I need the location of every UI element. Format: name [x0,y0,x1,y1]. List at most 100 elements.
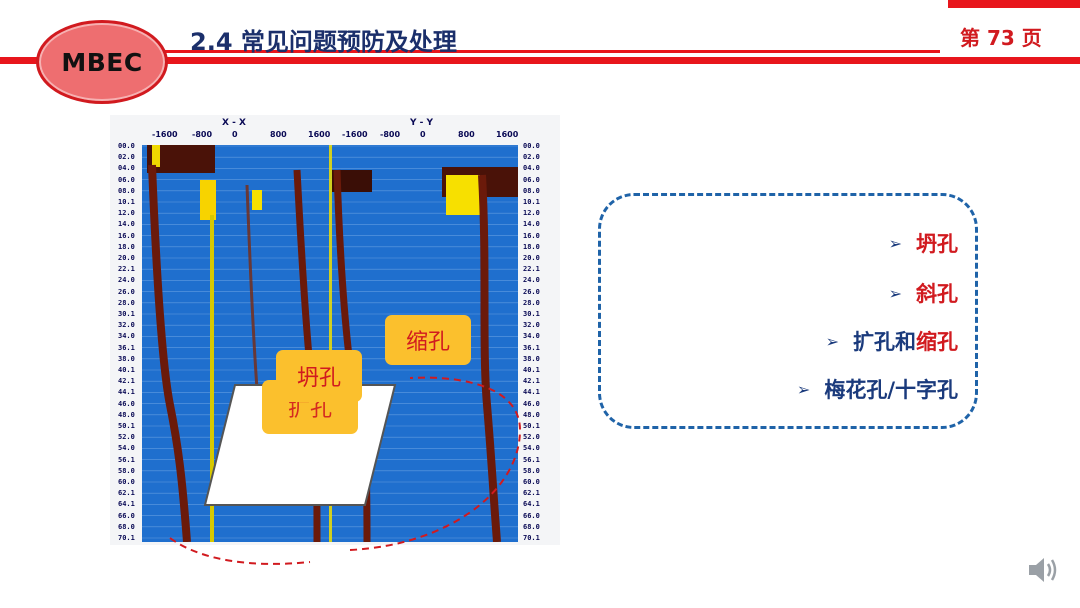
depth-label: 30.1 [523,310,540,318]
yellow-streak-2 [210,215,214,542]
log-traces [142,145,518,542]
depth-label: 54.0 [118,444,135,453]
depth-label: 40.1 [523,366,540,374]
depth-label: 00.0 [118,142,135,150]
depth-label: 28.0 [118,298,135,307]
depth-label: 52.0 [118,433,135,442]
depth-label: 52.0 [523,433,540,442]
depth-label: 20.0 [118,254,135,262]
axis-label-yy: Y - Y [410,118,434,128]
depth-label: 16.0 [523,231,540,240]
depth-label: 44.1 [523,388,540,397]
problem-item-text: 扩孔和缩孔 [853,330,958,354]
trace-1 [148,164,191,542]
depth-label: 60.0 [118,478,135,486]
problem-item-text: 坍孔 [916,232,958,256]
yellow-streak-4 [252,190,262,210]
depth-label: 42.1 [523,377,540,386]
depth-label: 28.0 [523,298,540,307]
depth-label: 34.0 [523,332,540,341]
depth-label: 30.1 [118,310,135,318]
depth-label: 58.0 [118,466,135,475]
shrink-zone-arc [169,376,522,565]
axis-label-xx: X - X [222,118,246,128]
depth-label: 06.0 [523,175,540,184]
x-tick-label: -800 [380,130,401,139]
x-tick-label: 1600 [496,130,519,139]
depth-label: 16.0 [118,231,135,240]
yellow-streak-1 [200,180,216,220]
x-tick-label: -1600 [152,130,178,139]
depth-label: 24.0 [118,276,135,285]
x-tick-label: 1600 [308,130,331,139]
x-tick-label: 0 [232,130,238,139]
arrow-bullet-icon: ➢ [825,331,839,351]
depth-label: 10.1 [523,198,540,206]
depth-label: 06.0 [118,175,135,184]
speaker-icon[interactable] [1025,553,1061,587]
problem-item: ➢坍孔 [889,228,958,258]
depth-label: 48.0 [523,410,540,419]
depth-label: 66.0 [118,511,135,520]
depth-label: 42.1 [118,377,135,386]
depth-label: 32.0 [523,321,540,330]
depth-label: 02.0 [523,153,540,162]
depth-label: 38.0 [523,354,540,363]
page-tab-accent [948,0,1080,8]
depth-label: 54.0 [523,444,540,453]
depth-label: 04.0 [523,164,540,173]
problem-item: ➢ 斜孔 [889,278,958,308]
depth-label: 56.1 [118,455,135,464]
depth-label: 58.0 [523,466,540,475]
depth-label: 20.0 [523,254,540,262]
label-collapse: 坍孔 [276,350,362,402]
problem-item: ➢ 扩孔和缩孔 [826,326,958,356]
depth-label: 46.0 [523,399,540,408]
header-rule-thin [150,50,940,53]
depth-label: 38.0 [118,354,135,363]
depth-label: 70.1 [118,534,135,542]
problem-item-text: 斜孔 [916,282,958,306]
depth-label: 18.0 [118,242,135,251]
depth-label: 64.1 [118,500,135,509]
yellow-streak-6 [152,145,160,167]
depth-label: 48.0 [118,410,135,419]
logo-text: MBEC [61,47,143,77]
depth-label: 08.0 [118,186,135,195]
x-tick-label: -800 [192,130,213,139]
depth-label: 50.1 [118,422,135,430]
top-block-mid [332,170,372,192]
yellow-streak-3 [446,175,480,215]
depth-label: 62.1 [118,489,135,498]
depth-label: 68.0 [118,522,135,531]
header-rule [0,57,1080,64]
depth-label: 66.0 [523,511,540,520]
depth-label: 08.0 [523,186,540,195]
x-tick-label: 0 [420,130,426,139]
depth-label: 22.1 [523,265,540,274]
depth-label: 04.0 [118,164,135,173]
depth-label: 32.0 [118,321,135,330]
arrow-bullet-icon: ➢ [796,379,811,399]
arrow-bullet-icon: ➢ [888,283,902,303]
depth-label: 34.0 [118,332,135,341]
depth-label: 14.0 [523,220,540,229]
depth-label: 18.0 [523,242,540,251]
depth-label: 44.1 [118,388,135,397]
depth-label: 22.1 [118,265,135,274]
depth-label: 14.0 [118,220,135,229]
depth-label: 36.1 [523,343,540,352]
x-tick-label: -1600 [342,130,368,139]
depth-label: 26.0 [118,287,135,296]
page-number: 第 73 页 [960,26,1042,50]
mbec-logo: MBEC [36,20,168,104]
depth-label: 24.0 [523,276,540,285]
problem-list-box [598,193,978,429]
depth-label: 00.0 [523,142,540,150]
trace-4 [478,174,501,542]
problem-item-text: 梅花孔/十字孔 [824,378,958,402]
depth-label: 26.0 [523,287,540,296]
x-tick-label: 800 [270,130,287,139]
depth-label: 02.0 [118,153,135,162]
yellow-streak-5 [329,145,332,542]
